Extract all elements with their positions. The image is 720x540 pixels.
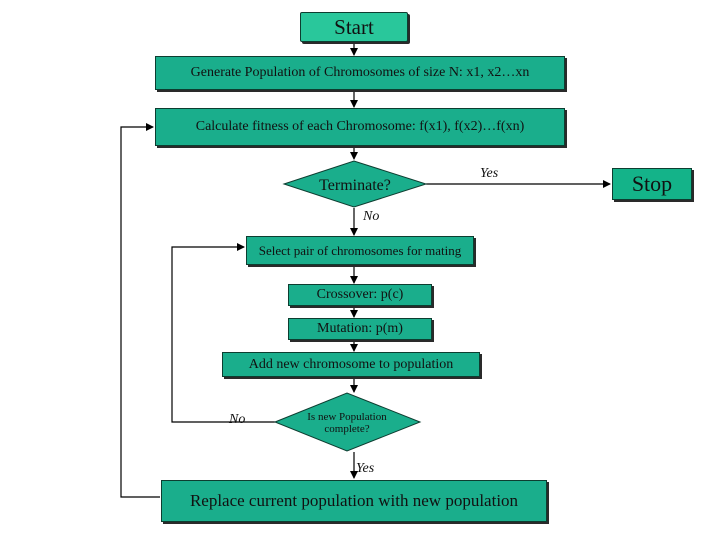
complete-check-line2: complete?: [324, 423, 370, 435]
mutation-node: Mutation: p(m): [288, 318, 432, 340]
complete-check-label: Is new Population complete?: [295, 405, 399, 441]
replace-population-label: Replace current population with new popu…: [189, 491, 519, 510]
add-chromosome-label: Add new chromosome to population: [248, 356, 454, 372]
complete-diamond: [273, 392, 422, 452]
loop-replace-to-fitness: [120, 123, 160, 498]
calculate-fitness-label: Calculate fitness of each Chromosome: f(…: [195, 119, 525, 134]
complete-yes-label: Yes: [356, 461, 375, 476]
crossover-node: Crossover: p(c): [288, 284, 432, 306]
add-chromosome-node: Add new chromosome to population: [222, 352, 480, 377]
calculate-fitness-node: Calculate fitness of each Chromosome: f(…: [155, 108, 565, 146]
terminate-diamond: [282, 160, 428, 208]
complete-no-label: No: [229, 412, 246, 427]
complete-check-line1: Is new Population: [307, 411, 387, 423]
generate-population-label: Generate Population of Chromosomes of si…: [190, 65, 530, 80]
mutation-label: Mutation: p(m): [317, 321, 403, 336]
select-pair-label: Select pair of chromosomes for mating: [258, 242, 462, 258]
start-node: Start: [300, 12, 408, 42]
replace-population-node: Replace current population with new popu…: [161, 480, 547, 522]
terminate-yes-label: Yes: [480, 166, 499, 181]
stop-node: Stop: [612, 168, 692, 200]
terminate-label: Terminate?: [319, 177, 391, 194]
crossover-label: Crossover: p(c): [316, 287, 404, 302]
loop-complete-to-select: [171, 243, 275, 423]
generate-population-node: Generate Population of Chromosomes of si…: [155, 56, 565, 90]
terminate-no-label: No: [363, 209, 380, 224]
start-label: Start: [334, 14, 374, 39]
stop-label: Stop: [631, 171, 673, 196]
select-pair-node: Select pair of chromosomes for mating: [246, 236, 474, 265]
